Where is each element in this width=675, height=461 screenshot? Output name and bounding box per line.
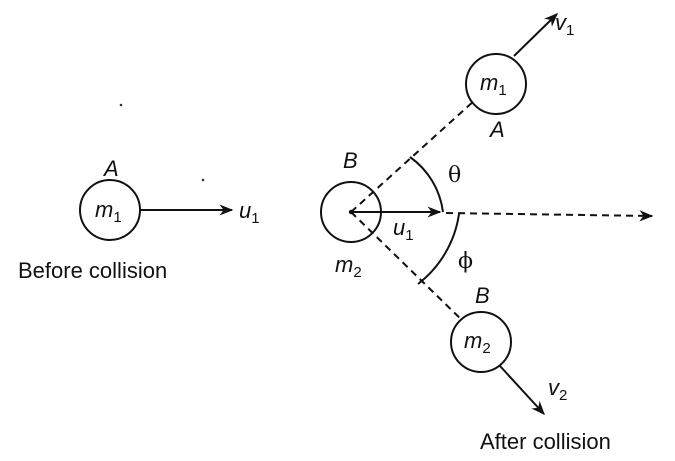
ball-a-label-before: A xyxy=(102,156,119,181)
ball-b-label-after: B xyxy=(475,283,490,308)
path-b-dashed xyxy=(350,211,468,326)
after-collision-caption: After collision xyxy=(480,429,611,454)
angle-theta-arc xyxy=(409,156,444,213)
before-collision-caption: Before collision xyxy=(18,258,167,283)
angle-phi-label: ϕ xyxy=(458,249,473,274)
path-a-dashed xyxy=(350,99,476,213)
ball-b-mass-target: m2 xyxy=(335,252,362,281)
angle-phi-arc xyxy=(417,213,460,285)
angle-theta-label: θ xyxy=(448,163,461,188)
velocity-v2-label: v2 xyxy=(548,375,567,404)
velocity-u1-label-before: u1 xyxy=(239,198,260,227)
velocity-v1-arrow xyxy=(513,13,559,57)
speck xyxy=(201,178,205,182)
ball-a-label-after: A xyxy=(488,117,505,142)
ball-a-after xyxy=(465,53,527,115)
after-collision-group: B m2 u1 θ ϕ m1 A v1 B m2 v2 After collis… xyxy=(320,10,654,454)
ball-a-mass-after: m1 xyxy=(480,70,507,99)
reference-direction-dashed xyxy=(445,210,654,222)
ball-b-after xyxy=(450,311,512,373)
speck xyxy=(119,103,123,107)
before-collision-group: A m1 u1 Before collision xyxy=(18,103,260,283)
ball-b-mass-after: m2 xyxy=(464,328,491,357)
velocity-u1-label-after: u1 xyxy=(393,215,414,244)
ball-a-mass-before: m1 xyxy=(95,197,122,226)
ball-b-label-target: B xyxy=(343,148,358,173)
velocity-v1-label: v1 xyxy=(555,10,574,39)
velocity-v2-arrow xyxy=(499,365,545,416)
